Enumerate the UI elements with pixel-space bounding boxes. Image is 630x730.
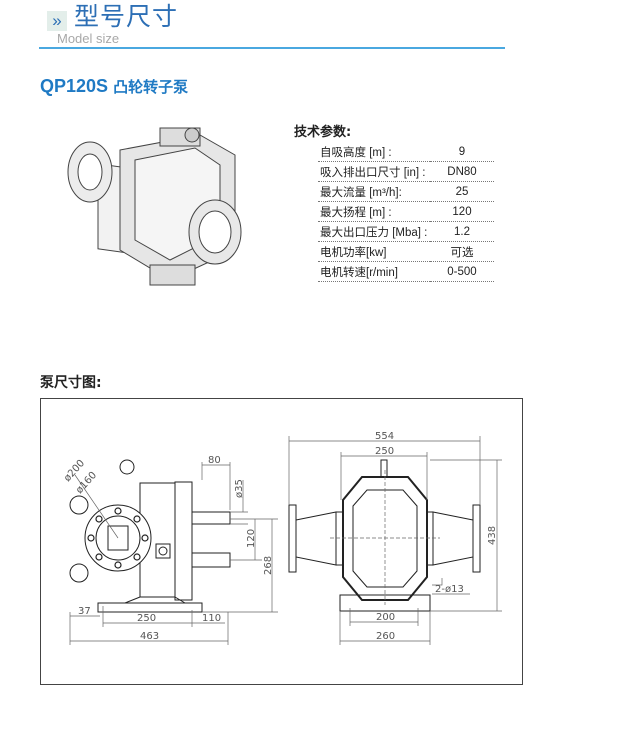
dim-200: 200	[376, 612, 395, 623]
dim-80: 80	[208, 455, 221, 466]
side-view	[69, 459, 278, 645]
dim-2-d13: 2-ø13	[435, 584, 464, 595]
param-value: 1.2	[430, 221, 494, 242]
dim-250-side: 250	[137, 613, 156, 624]
double-chevron-right-icon: »	[47, 11, 67, 31]
table-row: 电机转速[r/min]0-500	[318, 261, 494, 282]
dimension-drawing-title: 泵尺寸图:	[40, 375, 102, 391]
model-name: 凸轮转子泵	[113, 78, 189, 96]
table-row: 最大出口压力 [Mba] :1.2	[318, 221, 494, 242]
dim-554: 554	[375, 431, 394, 442]
model-heading: QP120S 凸轮转子泵	[40, 76, 188, 97]
param-value: 可选	[430, 241, 494, 262]
table-row: 最大流量 [m³/h]:25	[318, 181, 494, 202]
front-view	[288, 436, 502, 645]
param-value: 25	[430, 181, 494, 202]
dim-110: 110	[202, 613, 221, 624]
param-label: 最大流量 [m³/h]:	[318, 181, 430, 202]
tech-params-title: 技术参数:	[294, 125, 352, 140]
section-subtitle: Model size	[57, 31, 120, 46]
dim-250-front: 250	[375, 446, 394, 457]
param-label: 电机功率[kw]	[318, 241, 430, 262]
pump-illustration	[67, 127, 242, 286]
dim-37: 37	[78, 606, 91, 617]
table-row: 最大扬程 [m] :120	[318, 201, 494, 222]
param-value: 9	[430, 142, 494, 162]
param-label: 自吸高度 [m] :	[318, 142, 430, 162]
model-code: QP120S	[40, 76, 109, 96]
param-value: 120	[430, 201, 494, 222]
dim-260: 260	[376, 631, 395, 642]
header-divider	[39, 47, 505, 49]
table-row: 自吸高度 [m] :9	[318, 142, 494, 162]
dim-d35: ø35	[234, 479, 245, 498]
param-label: 吸入排出口尺寸 [in] :	[318, 161, 430, 182]
dim-463: 463	[140, 631, 159, 642]
table-row: 吸入排出口尺寸 [in] :DN80	[318, 161, 494, 182]
param-label: 电机转速[r/min]	[318, 261, 430, 282]
param-label: 最大扬程 [m] :	[318, 201, 430, 222]
param-value: 0-500	[430, 261, 494, 282]
table-row: 电机功率[kw]可选	[318, 241, 494, 262]
dim-268: 268	[263, 556, 274, 575]
drawing-frame	[40, 398, 523, 685]
param-label: 最大出口压力 [Mba] :	[318, 221, 430, 242]
dim-120: 120	[246, 529, 257, 548]
tech-params-table: 自吸高度 [m] :9 吸入排出口尺寸 [in] :DN80 最大流量 [m³/…	[318, 142, 494, 282]
dim-438: 438	[487, 526, 498, 545]
param-value: DN80	[430, 161, 494, 182]
section-title: 型号尺寸	[74, 2, 179, 31]
